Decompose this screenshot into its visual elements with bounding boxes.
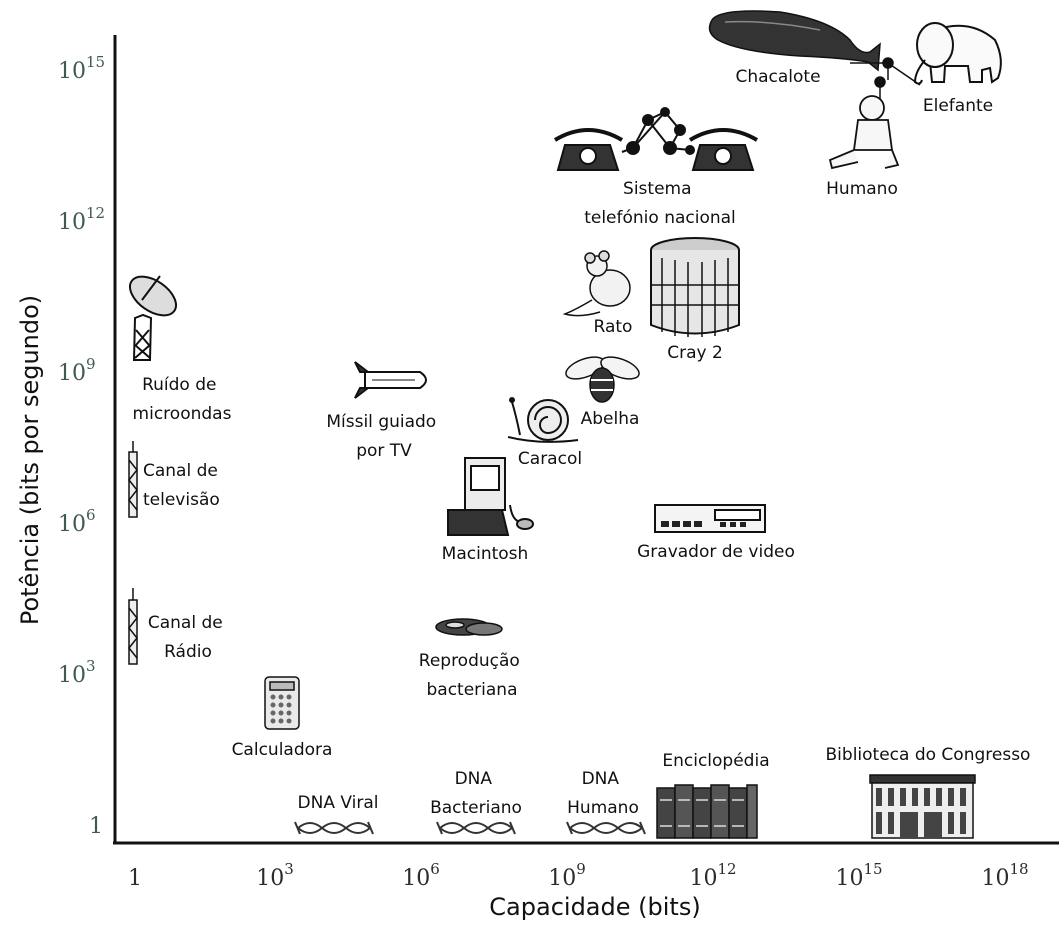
snail-icon bbox=[507, 397, 579, 443]
x-tick-label: 1012 bbox=[689, 860, 736, 891]
cray-icon bbox=[650, 237, 740, 337]
y-tick-label: 106 bbox=[58, 506, 96, 537]
calculator-icon bbox=[264, 676, 300, 730]
dna-human-icon bbox=[566, 821, 646, 835]
label-humano: Humano bbox=[826, 179, 898, 199]
label-televisao: Canal de televisão bbox=[143, 461, 223, 510]
x-tick-label: 1018 bbox=[981, 860, 1028, 891]
bee-icon bbox=[565, 356, 640, 403]
connector-lines bbox=[850, 57, 921, 100]
label-enciclopedia: Enciclopédia bbox=[662, 751, 769, 771]
label-dna-bacteriano: DNA Bacteriano bbox=[430, 769, 522, 818]
label-cray: Cray 2 bbox=[667, 343, 723, 363]
label-elefante: Elefante bbox=[923, 96, 993, 116]
satellite-dish-icon bbox=[129, 275, 177, 361]
label-abelha: Abelha bbox=[581, 409, 640, 429]
label-macintosh: Macintosh bbox=[442, 544, 529, 564]
label-dna-viral: DNA Viral bbox=[298, 793, 379, 813]
data-labels: Ruído de microondas Canal de televisão C… bbox=[133, 67, 1031, 818]
label-reproducao: Reprodução bacteriana bbox=[419, 651, 525, 700]
x-tick-label: 103 bbox=[256, 860, 294, 891]
y-tick-label: 1012 bbox=[58, 204, 105, 235]
label-gravador: Gravador de video bbox=[637, 542, 795, 562]
y-tick-label: 1015 bbox=[58, 53, 105, 84]
tv-channel-icon bbox=[128, 441, 138, 518]
elephant-icon bbox=[913, 22, 1002, 85]
label-radio: Canal de Rádio bbox=[148, 613, 228, 662]
label-calculadora: Calculadora bbox=[232, 740, 333, 760]
label-dna-humano: DNA Humano bbox=[567, 769, 639, 818]
mouse-icon bbox=[562, 250, 631, 317]
label-telefonico: Sistema telefónio nacional bbox=[584, 179, 736, 228]
human-baby-icon bbox=[828, 95, 900, 170]
label-microondas: Ruído de microondas bbox=[133, 375, 232, 424]
x-tick-label: 106 bbox=[402, 860, 440, 891]
y-tick-label: 109 bbox=[58, 355, 96, 386]
x-tick-label: 109 bbox=[548, 860, 586, 891]
tick-labels: 1 103 106 109 1012 1015 1018 1 103 106 109 1012 1015 bbox=[58, 53, 1029, 891]
missile-icon bbox=[354, 361, 427, 399]
y-tick-label: 103 bbox=[58, 657, 96, 688]
x-tick-label: 1015 bbox=[835, 860, 882, 891]
bacteria-icon bbox=[435, 618, 503, 636]
label-rato: Rato bbox=[594, 317, 633, 337]
radio-channel-icon bbox=[128, 588, 138, 665]
library-icon bbox=[869, 774, 976, 839]
label-missil: Míssil guiado por TV bbox=[326, 412, 441, 461]
label-chacalote: Chacalote bbox=[735, 67, 820, 87]
y-tick-label: 1 bbox=[89, 814, 103, 839]
encyclopedia-icon bbox=[656, 784, 758, 839]
whale-icon bbox=[708, 10, 881, 72]
x-tick-label: 1 bbox=[128, 866, 142, 891]
telephone-network-icon bbox=[553, 107, 759, 171]
y-axis-title: Potência (bits por segundo) bbox=[16, 295, 44, 625]
dna-viral-icon bbox=[294, 821, 374, 835]
label-biblioteca: Biblioteca do Congresso bbox=[826, 745, 1031, 765]
x-axis-title: Capacidade (bits) bbox=[489, 893, 700, 921]
macintosh-icon bbox=[447, 457, 534, 536]
dna-bacterial-icon bbox=[436, 821, 516, 835]
vcr-icon bbox=[654, 504, 766, 533]
label-caracol: Caracol bbox=[518, 449, 582, 469]
